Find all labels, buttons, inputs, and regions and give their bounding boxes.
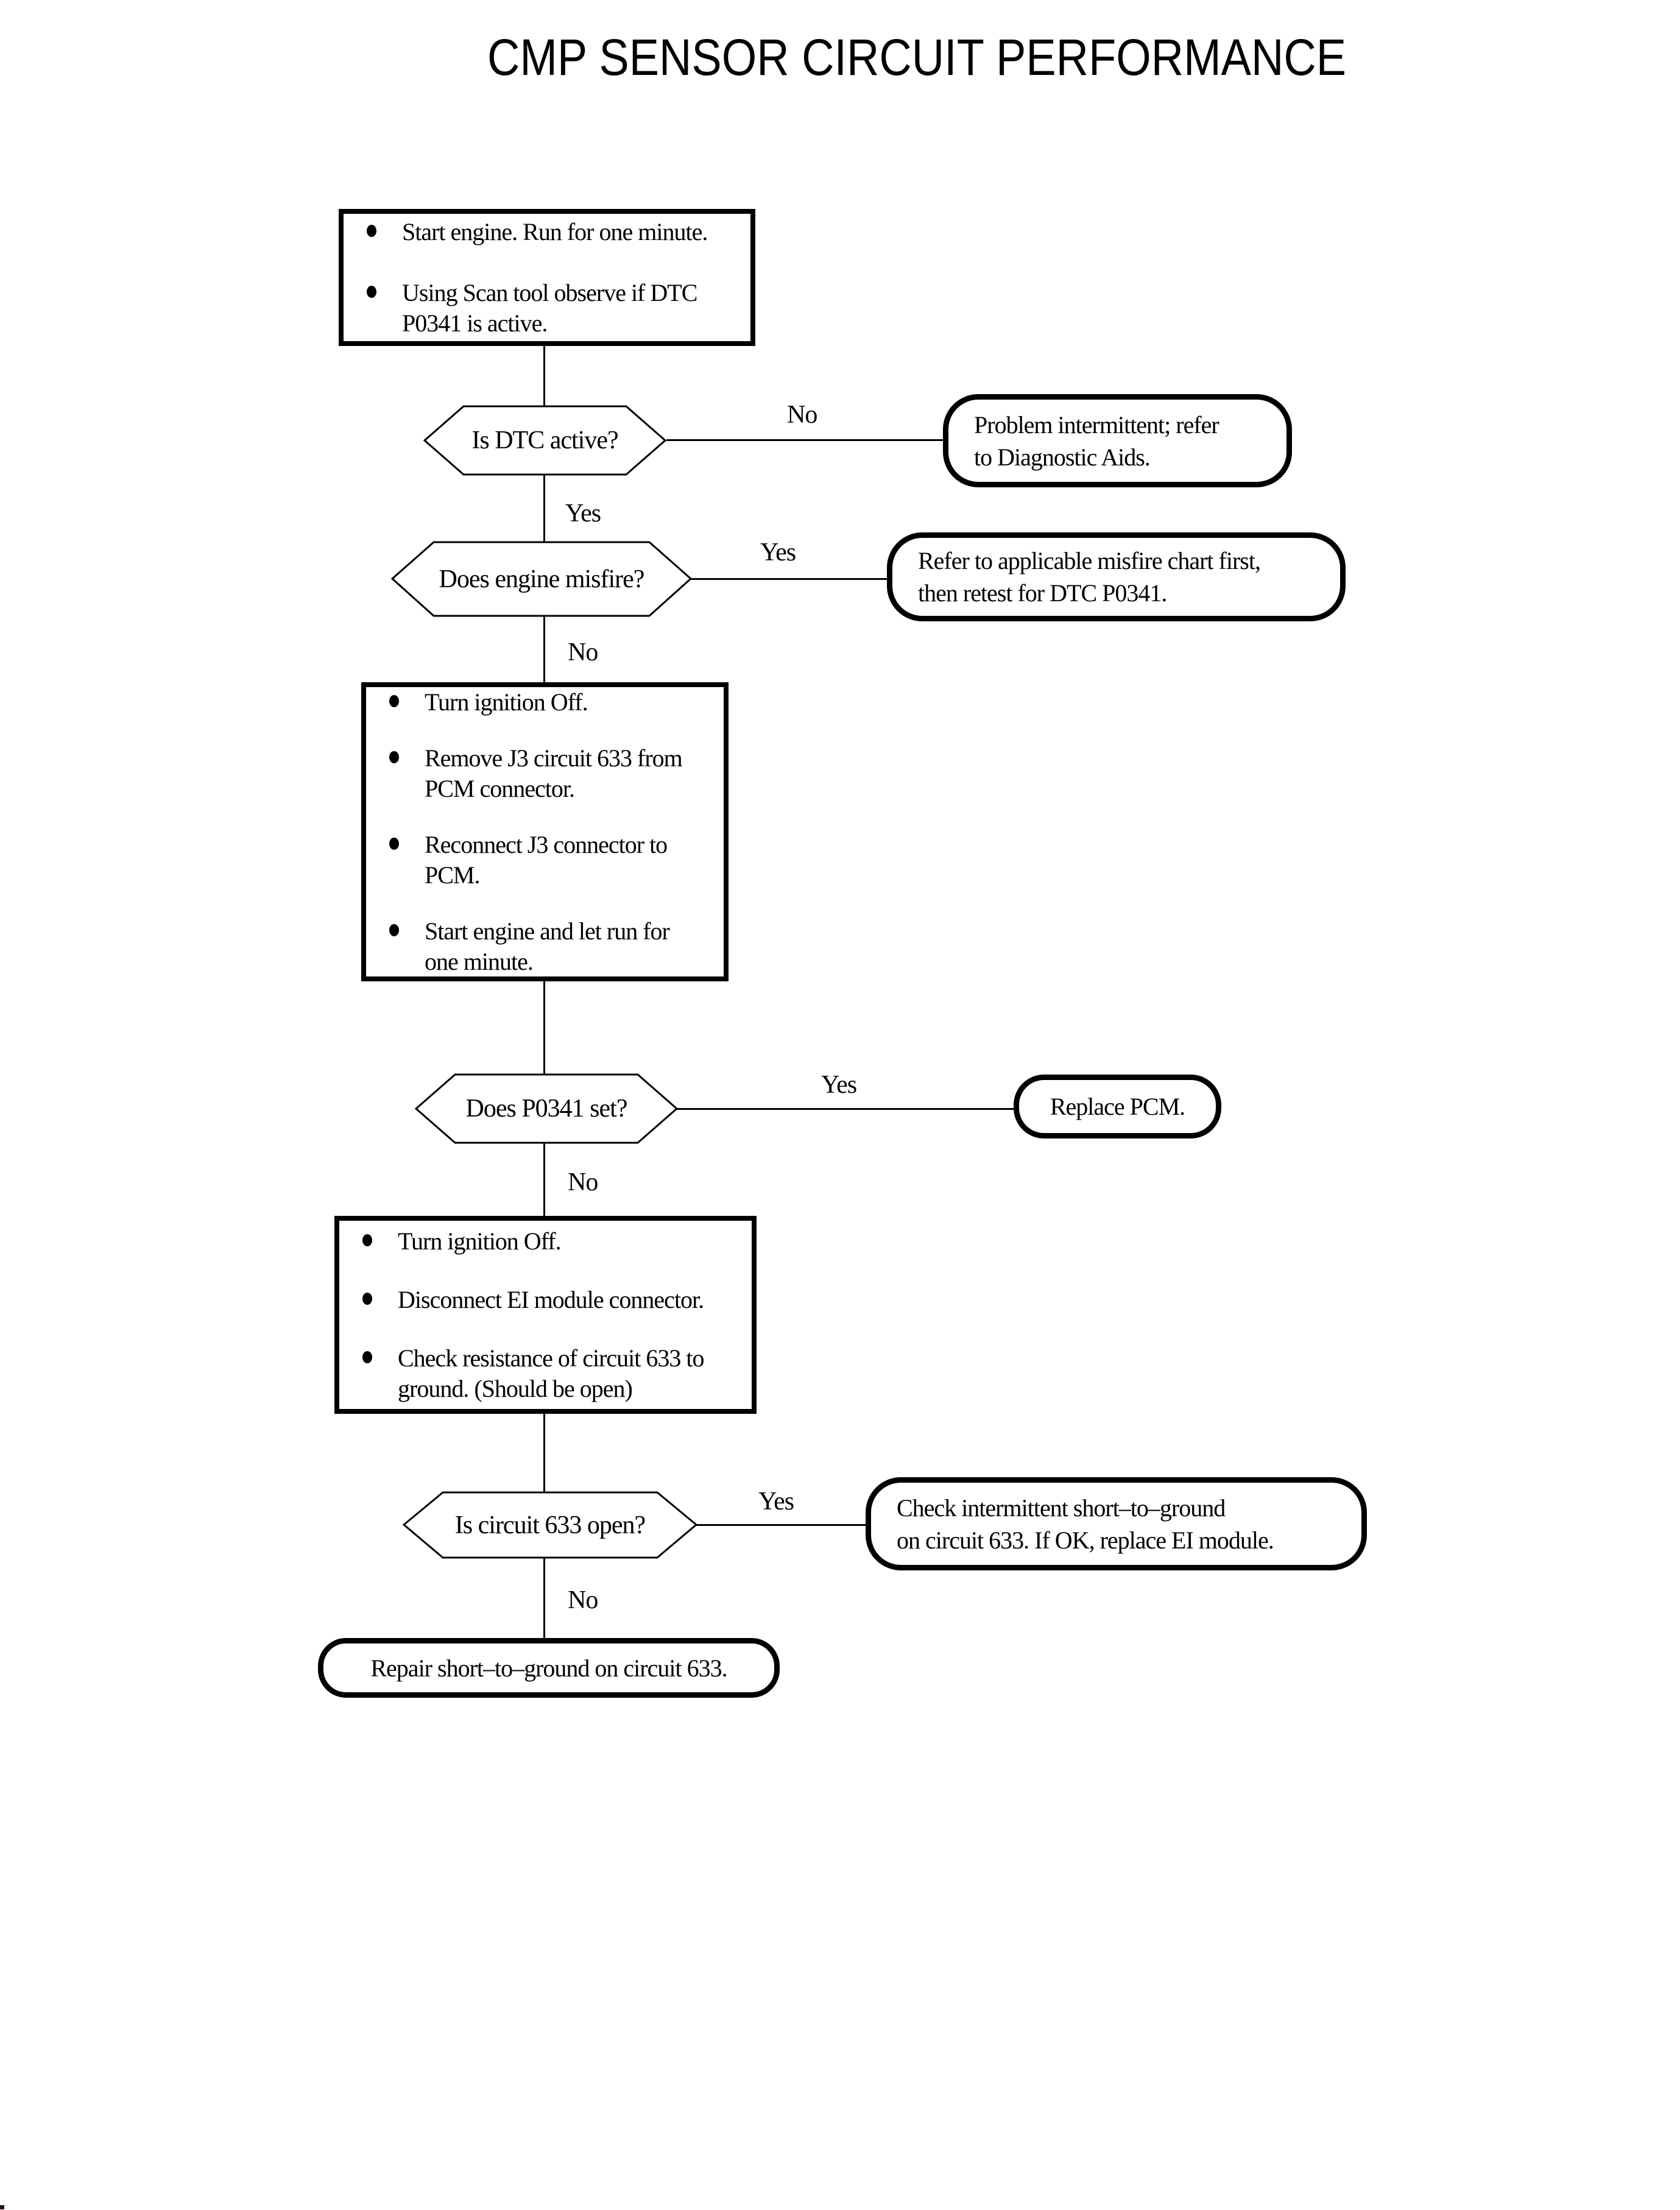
terminal-text: Problem intermittent; refer <box>974 411 1219 439</box>
terminal-text: Replace PCM. <box>1050 1093 1185 1120</box>
connector-line <box>543 1143 545 1217</box>
bullet-text: Disconnect EI module connector. <box>398 1285 704 1313</box>
bullet-icon <box>389 923 399 936</box>
process-step-1: Start engine. Run for one minute. Using … <box>339 209 755 346</box>
bullet-text: Using Scan tool observe if DTC <box>402 278 697 306</box>
bullet-text: one minute. <box>425 947 534 975</box>
bullet-text: Start engine. Run for one minute. <box>402 217 708 245</box>
bullet-item: Reconnect J3 connector to PCM. <box>389 830 724 891</box>
hexagon-shape <box>423 405 666 476</box>
decision-does-engine-misfire: Does engine misfire? <box>391 541 692 617</box>
bullet-icon <box>362 1234 372 1246</box>
terminal-refer-misfire-chart: Refer to applicable misfire chart first,… <box>887 532 1346 621</box>
bullet-text: Turn ignition Off. <box>398 1227 562 1255</box>
bullet-icon <box>389 694 399 707</box>
connector-line <box>543 616 545 683</box>
terminal-text: to Diagnostic Aids. <box>974 443 1151 471</box>
edge-label-yes: Yes <box>760 538 796 567</box>
connector-line <box>543 475 545 542</box>
bullet-icon <box>362 1292 372 1305</box>
decision-is-dtc-active: Is DTC active? <box>423 405 666 476</box>
terminal-text: Repair short–to–ground on circuit 633. <box>370 1654 727 1682</box>
terminal-text: Check intermittent short–to–ground <box>897 1494 1226 1522</box>
bullet-item: Turn ignition Off. <box>389 687 724 718</box>
decision-question: Does engine misfire? <box>439 565 645 593</box>
edge-label-no: No <box>568 1168 598 1196</box>
connector-line <box>543 1413 545 1492</box>
terminal-text: then retest for DTC P0341. <box>918 579 1167 607</box>
bullet-item: Check resistance of circuit 633 to groun… <box>362 1343 752 1404</box>
hexagon-shape <box>415 1073 678 1144</box>
connector-line <box>543 345 545 406</box>
bullet-item: Disconnect EI module connector. <box>362 1285 752 1315</box>
bullet-text: Turn ignition Off. <box>425 688 588 716</box>
bullet-item: Start engine. Run for one minute. <box>367 217 750 247</box>
terminal-text: on circuit 633. If OK, replace EI module… <box>897 1526 1274 1554</box>
bullet-text: PCM connector. <box>425 774 575 802</box>
decision-is-circuit-633-open: Is circuit 633 open? <box>403 1491 697 1559</box>
edge-label-yes: Yes <box>758 1488 794 1516</box>
bullet-text: Remove J3 circuit 633 from <box>425 744 683 772</box>
scan-artifact <box>0 2205 4 2209</box>
terminal-repair-short-to-ground: Repair short–to–ground on circuit 633. <box>318 1638 780 1698</box>
edge-label-yes: Yes <box>821 1071 857 1099</box>
decision-question: Is circuit 633 open? <box>454 1511 646 1539</box>
bullet-text: Reconnect J3 connector to <box>425 830 668 858</box>
bullet-icon <box>362 1350 372 1363</box>
process-step-3: Turn ignition Off. Disconnect EI module … <box>334 1216 757 1414</box>
connector-line <box>691 578 891 580</box>
bullet-item: Using Scan tool observe if DTC P0341 is … <box>367 278 750 339</box>
hexagon-shape <box>391 541 692 617</box>
bullet-icon <box>367 224 376 237</box>
bullet-item: Turn ignition Off. <box>362 1226 752 1257</box>
process-step-2: Turn ignition Off. Remove J3 circuit 633… <box>361 682 729 981</box>
connector-line <box>543 980 545 1075</box>
bullet-text: Start engine and let run for <box>425 917 670 945</box>
edge-label-no: No <box>568 1586 598 1614</box>
connector-line <box>677 1108 1017 1110</box>
decision-question: Does P0341 set? <box>465 1095 628 1123</box>
edge-label-no: No <box>787 401 817 429</box>
edge-label-no: No <box>568 638 598 666</box>
bullet-text: ground. (Should be open) <box>398 1374 633 1402</box>
bullet-text: PCM. <box>425 861 481 889</box>
edge-label-yes: Yes <box>565 500 601 528</box>
bullet-item: Start engine and let run for one minute. <box>389 916 724 977</box>
bullet-text: Check resistance of circuit 633 to <box>398 1344 704 1372</box>
page-title: CMP SENSOR CIRCUIT PERFORMANCE <box>487 29 1347 86</box>
bullet-icon <box>389 750 399 763</box>
decision-question: Is DTC active? <box>471 426 618 454</box>
bullet-icon <box>389 837 399 850</box>
bullet-icon <box>367 285 376 298</box>
decision-does-p0341-set: Does P0341 set? <box>415 1073 678 1144</box>
connector-line <box>543 1558 545 1639</box>
bullet-item: Remove J3 circuit 633 from PCM connector… <box>389 743 724 804</box>
connector-line <box>696 1524 869 1526</box>
terminal-problem-intermittent: Problem intermittent; refer to Diagnosti… <box>943 394 1292 487</box>
terminal-replace-pcm: Replace PCM. <box>1014 1075 1221 1139</box>
terminal-check-intermittent-short: Check intermittent short–to–ground on ci… <box>866 1477 1367 1570</box>
hexagon-shape <box>403 1491 697 1559</box>
connector-line <box>666 439 947 441</box>
bullet-text: P0341 is active. <box>402 309 548 337</box>
terminal-text: Refer to applicable misfire chart first, <box>918 547 1261 574</box>
